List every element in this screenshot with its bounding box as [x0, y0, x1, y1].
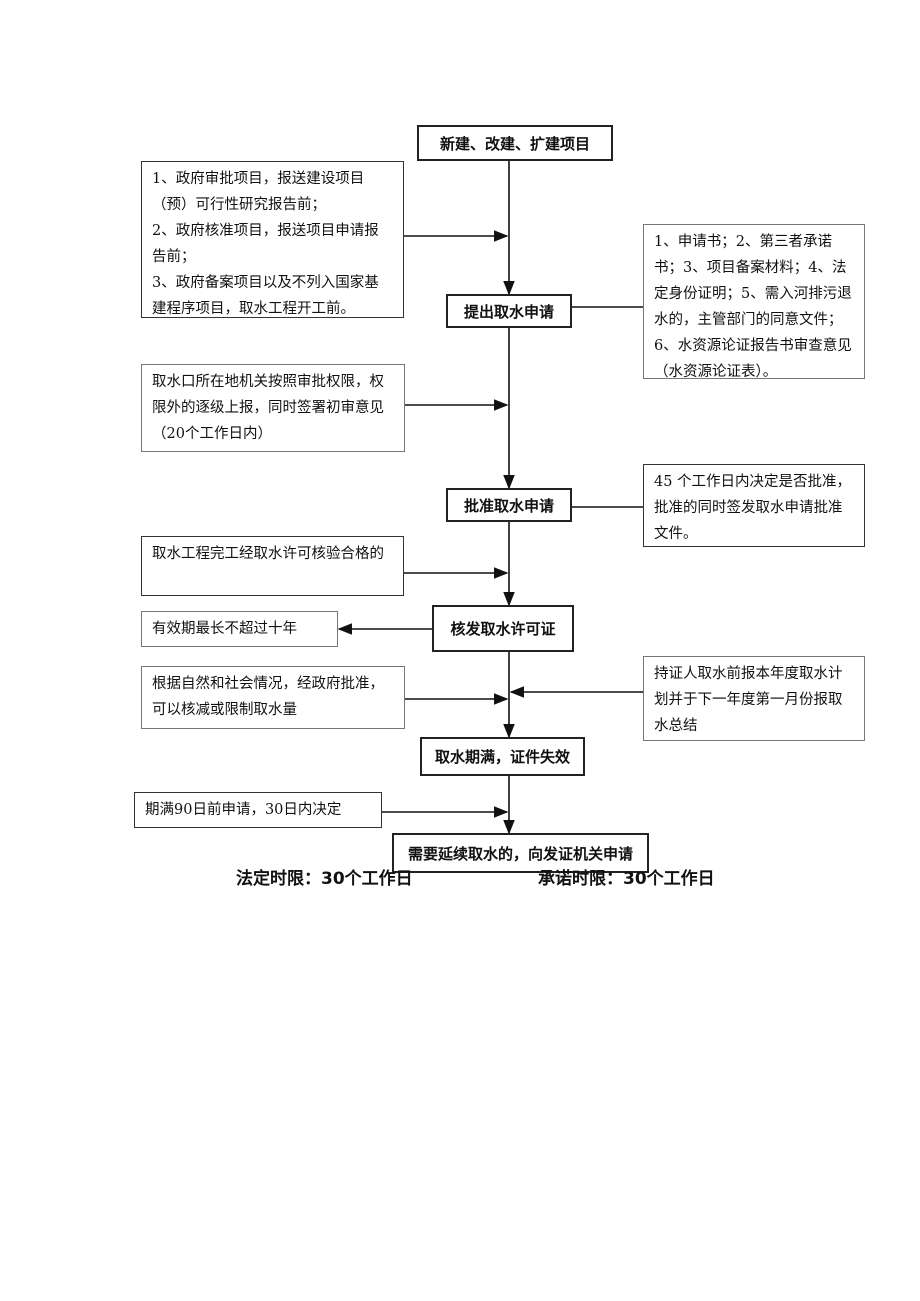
- note-decision-deadline: 45 个工作日内决定是否批准，批准的同时签发取水申请批准文件。: [643, 464, 865, 547]
- note-project-types: 1、政府审批项目，报送建设项目（预）可行性研究报告前； 2、政府核准项目，报送项…: [141, 161, 404, 318]
- note-water-reduction: 根据自然和社会情况，经政府批准，可以核减或限制取水量: [141, 666, 405, 729]
- step-permit-expired: 取水期满，证件失效: [420, 737, 585, 776]
- legal-time-limit: 法定时限：30个工作日: [236, 869, 413, 889]
- note-renewal-deadline: 期满90日前申请，30日内决定: [134, 792, 382, 828]
- note-application-materials: 1、申请书；2、第三者承诺书；3、项目备案材料；4、法定身份证明；5、需入河排污…: [643, 224, 865, 380]
- note-validity: 有效期最长不超过十年: [141, 611, 338, 647]
- note-annual-report: 持证人取水前报本年度取水计划并于下一年度第一月份报取水总结: [643, 656, 865, 741]
- step-new-project: 新建、改建、扩建项目: [417, 125, 613, 161]
- note-initial-review: 取水口所在地机关按照审批权限，权限外的逐级上报，同时签署初审意见（20个工作日内…: [141, 364, 405, 452]
- step-submit-application: 提出取水申请: [446, 294, 572, 328]
- step-issue-permit: 核发取水许可证: [432, 605, 574, 652]
- step-renewal-application: 需要延续取水的，向发证机关申请: [392, 833, 649, 873]
- note-acceptance: 取水工程完工经取水许可核验合格的: [141, 536, 404, 596]
- step-approve-application: 批准取水申请: [446, 488, 572, 522]
- promised-time-limit: 承诺时限：30个工作日: [538, 869, 715, 889]
